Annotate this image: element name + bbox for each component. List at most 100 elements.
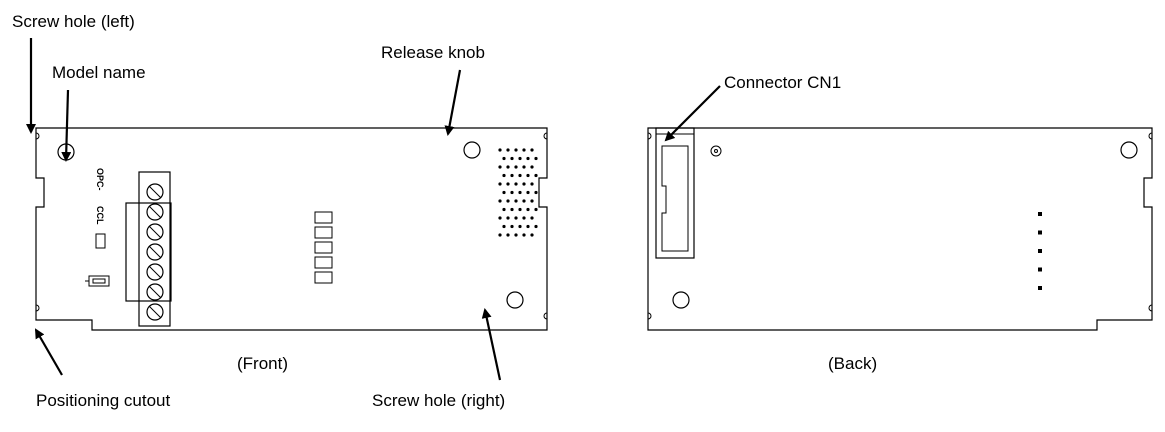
led-solder-pads <box>1038 212 1042 290</box>
connector-pin <box>510 224 514 229</box>
label-screw-hole-right: Screw hole (right) <box>372 391 505 410</box>
connector-pin <box>534 190 538 195</box>
solder-pad <box>1038 286 1042 290</box>
back-board <box>647 127 1153 331</box>
indicator-led <box>314 271 333 284</box>
arrow-release-knob <box>444 69 462 136</box>
label-front: (Front) <box>237 354 288 373</box>
label-positioning-cutout: Positioning cutout <box>36 391 170 410</box>
indicator-led <box>314 211 333 224</box>
connector-pin <box>502 224 506 229</box>
connector-pin <box>534 173 538 178</box>
connector-pin <box>534 224 538 229</box>
front-hole-top-right <box>463 141 481 159</box>
indicator-led <box>314 226 333 239</box>
connector-pin <box>502 156 506 161</box>
connector-pin <box>518 156 522 161</box>
terminal-screw <box>146 223 164 241</box>
connector-pin <box>498 216 502 220</box>
connector-pin <box>510 190 514 195</box>
connector-pin <box>526 156 530 161</box>
connector-pin <box>522 182 526 186</box>
back-via <box>710 145 722 157</box>
arrow-model-name <box>61 89 72 162</box>
connector-pin <box>498 199 502 203</box>
solder-pad <box>1038 212 1042 216</box>
label-back: (Back) <box>828 354 877 373</box>
connector-pin <box>534 207 538 212</box>
front-board: OPC- CCL <box>35 127 548 331</box>
connector-pin <box>498 233 502 237</box>
connector-pin <box>522 199 526 203</box>
arrow-screw-hole-right <box>481 308 502 381</box>
connector-pin <box>514 216 518 220</box>
connector-pin <box>506 182 510 186</box>
arrow-positioning-cutout <box>34 328 63 376</box>
back-hole-bottom-left <box>672 291 690 309</box>
arrow-connector-cn1 <box>664 85 721 142</box>
connector-pin <box>526 173 530 178</box>
connector-pin <box>534 156 538 161</box>
connector-pin <box>506 233 510 237</box>
connector-pin <box>522 165 526 169</box>
connector-pin <box>518 190 522 195</box>
indicator-led <box>314 241 333 254</box>
connector-pin <box>506 148 510 152</box>
connector-pin <box>526 207 530 212</box>
terminal-screw <box>146 243 164 261</box>
terminal-screw <box>146 303 164 321</box>
connector-pin-field <box>498 148 538 237</box>
connector-pin <box>530 182 534 186</box>
connector-pin <box>498 148 502 152</box>
connector-pin <box>510 207 514 212</box>
connector-pin <box>518 224 522 229</box>
connector-pin <box>522 216 526 220</box>
connector-pin <box>514 148 518 152</box>
board-mark-opc: OPC- <box>95 168 105 191</box>
connector-pin <box>506 199 510 203</box>
connector-pin <box>522 233 526 237</box>
dip-switch <box>85 275 110 287</box>
connector-pin <box>526 190 530 195</box>
connector-pin <box>506 216 510 220</box>
connector-pin <box>518 173 522 178</box>
back-hole-top-right <box>1120 141 1138 159</box>
connector-pin <box>510 156 514 161</box>
indicator-leds <box>314 211 333 284</box>
ccl-marking-box <box>95 233 106 249</box>
label-screw-hole-left: Screw hole (left) <box>12 12 135 31</box>
terminal-screw <box>146 263 164 281</box>
terminal-screws <box>146 183 164 321</box>
front-screw-hole-right <box>506 291 524 309</box>
label-release-knob: Release knob <box>381 43 485 62</box>
label-model-name: Model name <box>52 63 146 82</box>
front-board-outline <box>35 127 548 331</box>
connector-pin <box>530 233 534 237</box>
back-edge-notches <box>647 132 1153 320</box>
back-board-outline <box>647 127 1153 331</box>
terminal-screw <box>146 183 164 201</box>
connector-pin <box>502 207 506 212</box>
connector-pin <box>514 165 518 169</box>
connector-pin <box>530 199 534 203</box>
connector-pin <box>510 173 514 178</box>
connector-pin <box>522 148 526 152</box>
solder-pad <box>1038 267 1042 272</box>
connector-cn1-housing <box>655 127 695 259</box>
connector-pin <box>506 165 510 169</box>
connector-pin <box>502 173 506 178</box>
terminal-screw <box>146 283 164 301</box>
connector-pin <box>530 148 534 152</box>
connector-pin <box>514 233 518 237</box>
solder-pad <box>1038 230 1042 235</box>
connector-pin <box>498 182 502 186</box>
front-edge-notches <box>35 132 548 320</box>
connector-pin <box>498 165 502 169</box>
board-mark-ccl: CCL <box>95 206 105 225</box>
connector-pin <box>518 207 522 212</box>
connector-pin <box>530 165 534 169</box>
indicator-led <box>314 256 333 269</box>
connector-pin <box>526 224 530 229</box>
connector-pin <box>514 199 518 203</box>
